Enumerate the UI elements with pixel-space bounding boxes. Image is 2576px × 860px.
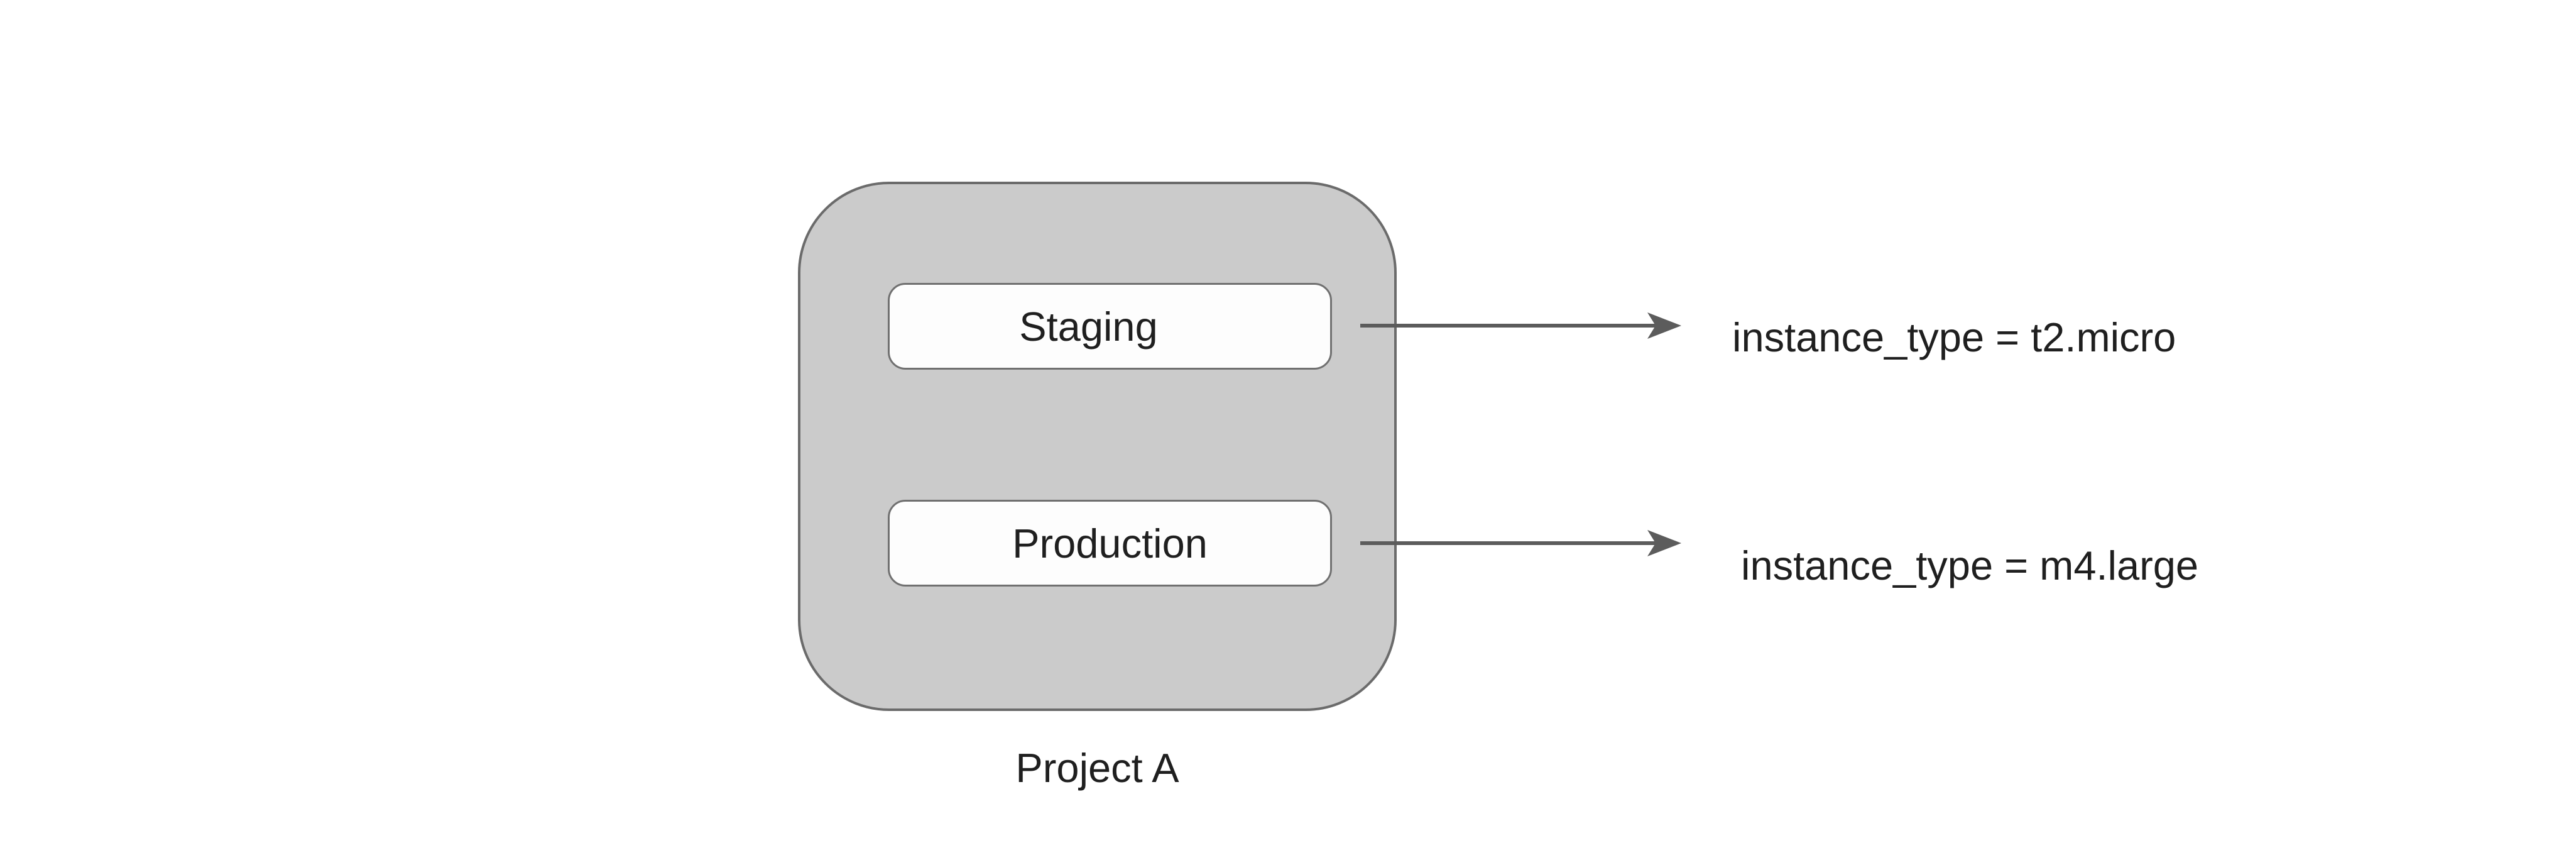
project-container	[798, 182, 1397, 711]
staging-annotation: instance_type = t2.micro	[1732, 314, 2176, 360]
production-box: Production	[888, 500, 1332, 587]
staging-right-arrow-icon	[1360, 312, 1681, 339]
production-right-arrow-icon	[1360, 530, 1681, 556]
staging-box-label: Staging	[1019, 303, 1158, 350]
production-box-label: Production	[1012, 520, 1208, 566]
staging-box: Staging	[888, 283, 1332, 370]
production-annotation: instance_type = m4.large	[1741, 543, 2199, 588]
project-label: Project A	[1015, 745, 1179, 791]
